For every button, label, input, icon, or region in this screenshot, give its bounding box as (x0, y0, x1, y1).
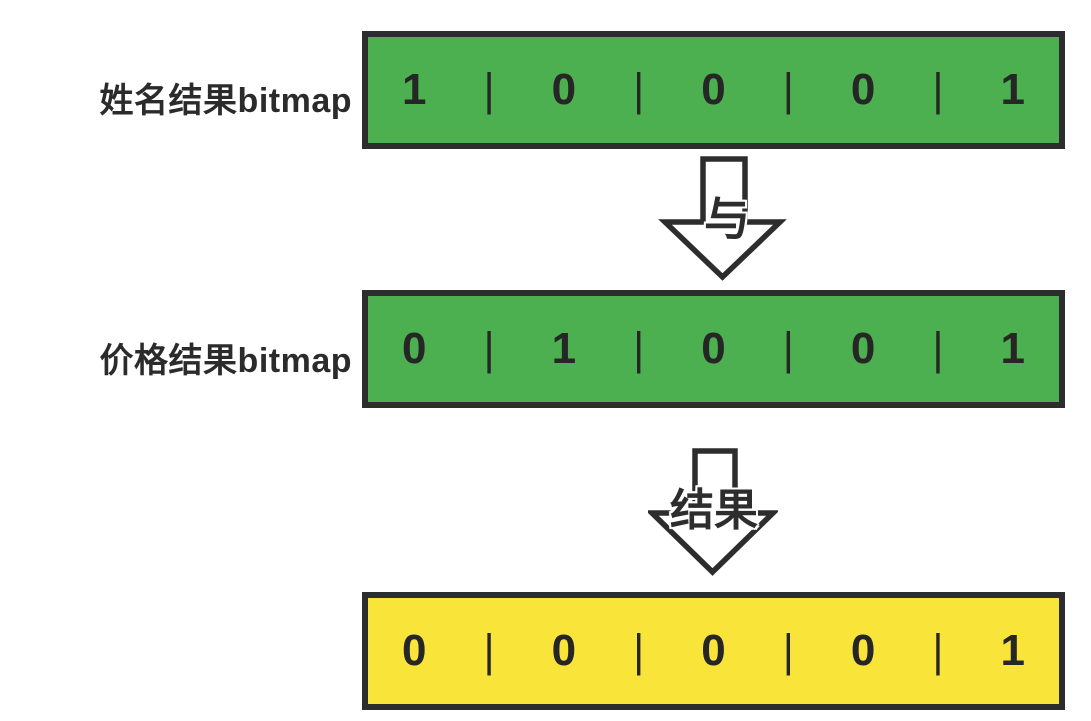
bit-cell: 0 (402, 324, 427, 373)
bit-separator: | (782, 323, 794, 374)
bit-separator: | (633, 64, 645, 115)
bit-separator: | (483, 625, 495, 676)
name-bitmap-label: 姓名结果bitmap (99, 82, 352, 120)
bit-separator: | (932, 323, 944, 374)
bit-separator: | (932, 64, 944, 115)
bitmap-row-name: 1 | 0 | 0 | 0 | 1 (362, 31, 1065, 149)
bit-cell: 1 (551, 324, 577, 373)
bit-cell: 0 (402, 626, 427, 675)
bit-cell: 0 (551, 65, 577, 114)
bit-separator: | (483, 64, 495, 115)
bit-cell: 0 (701, 626, 726, 675)
bit-cell: 1 (1000, 65, 1025, 114)
bit-cell: 0 (701, 65, 726, 114)
bit-cell: 0 (701, 324, 726, 373)
bit-separator: | (483, 323, 495, 374)
bit-separator: | (633, 323, 645, 374)
bit-cell: 0 (850, 626, 876, 675)
down-arrow-icon (648, 448, 778, 576)
bit-cell: 0 (551, 626, 577, 675)
bit-separator: | (782, 64, 794, 115)
bit-cell: 1 (402, 65, 427, 114)
down-arrow-icon (658, 156, 787, 281)
bitmap-row-price: 0 | 1 | 0 | 0 | 1 (362, 290, 1065, 408)
bit-separator: | (782, 625, 794, 676)
bitmap-row-result: 0 | 0 | 0 | 0 | 1 (362, 592, 1065, 710)
and-arrow-label: 与 (704, 193, 750, 245)
result-arrow-label: 结果 (670, 486, 758, 535)
bit-separator: | (633, 625, 645, 676)
bit-cell: 0 (850, 324, 876, 373)
price-bitmap-label: 价格结果bitmap (99, 342, 352, 380)
bit-cell: 0 (850, 65, 876, 114)
bit-cell: 1 (1000, 324, 1025, 373)
bit-cell: 1 (1000, 626, 1025, 675)
bit-separator: | (932, 625, 944, 676)
